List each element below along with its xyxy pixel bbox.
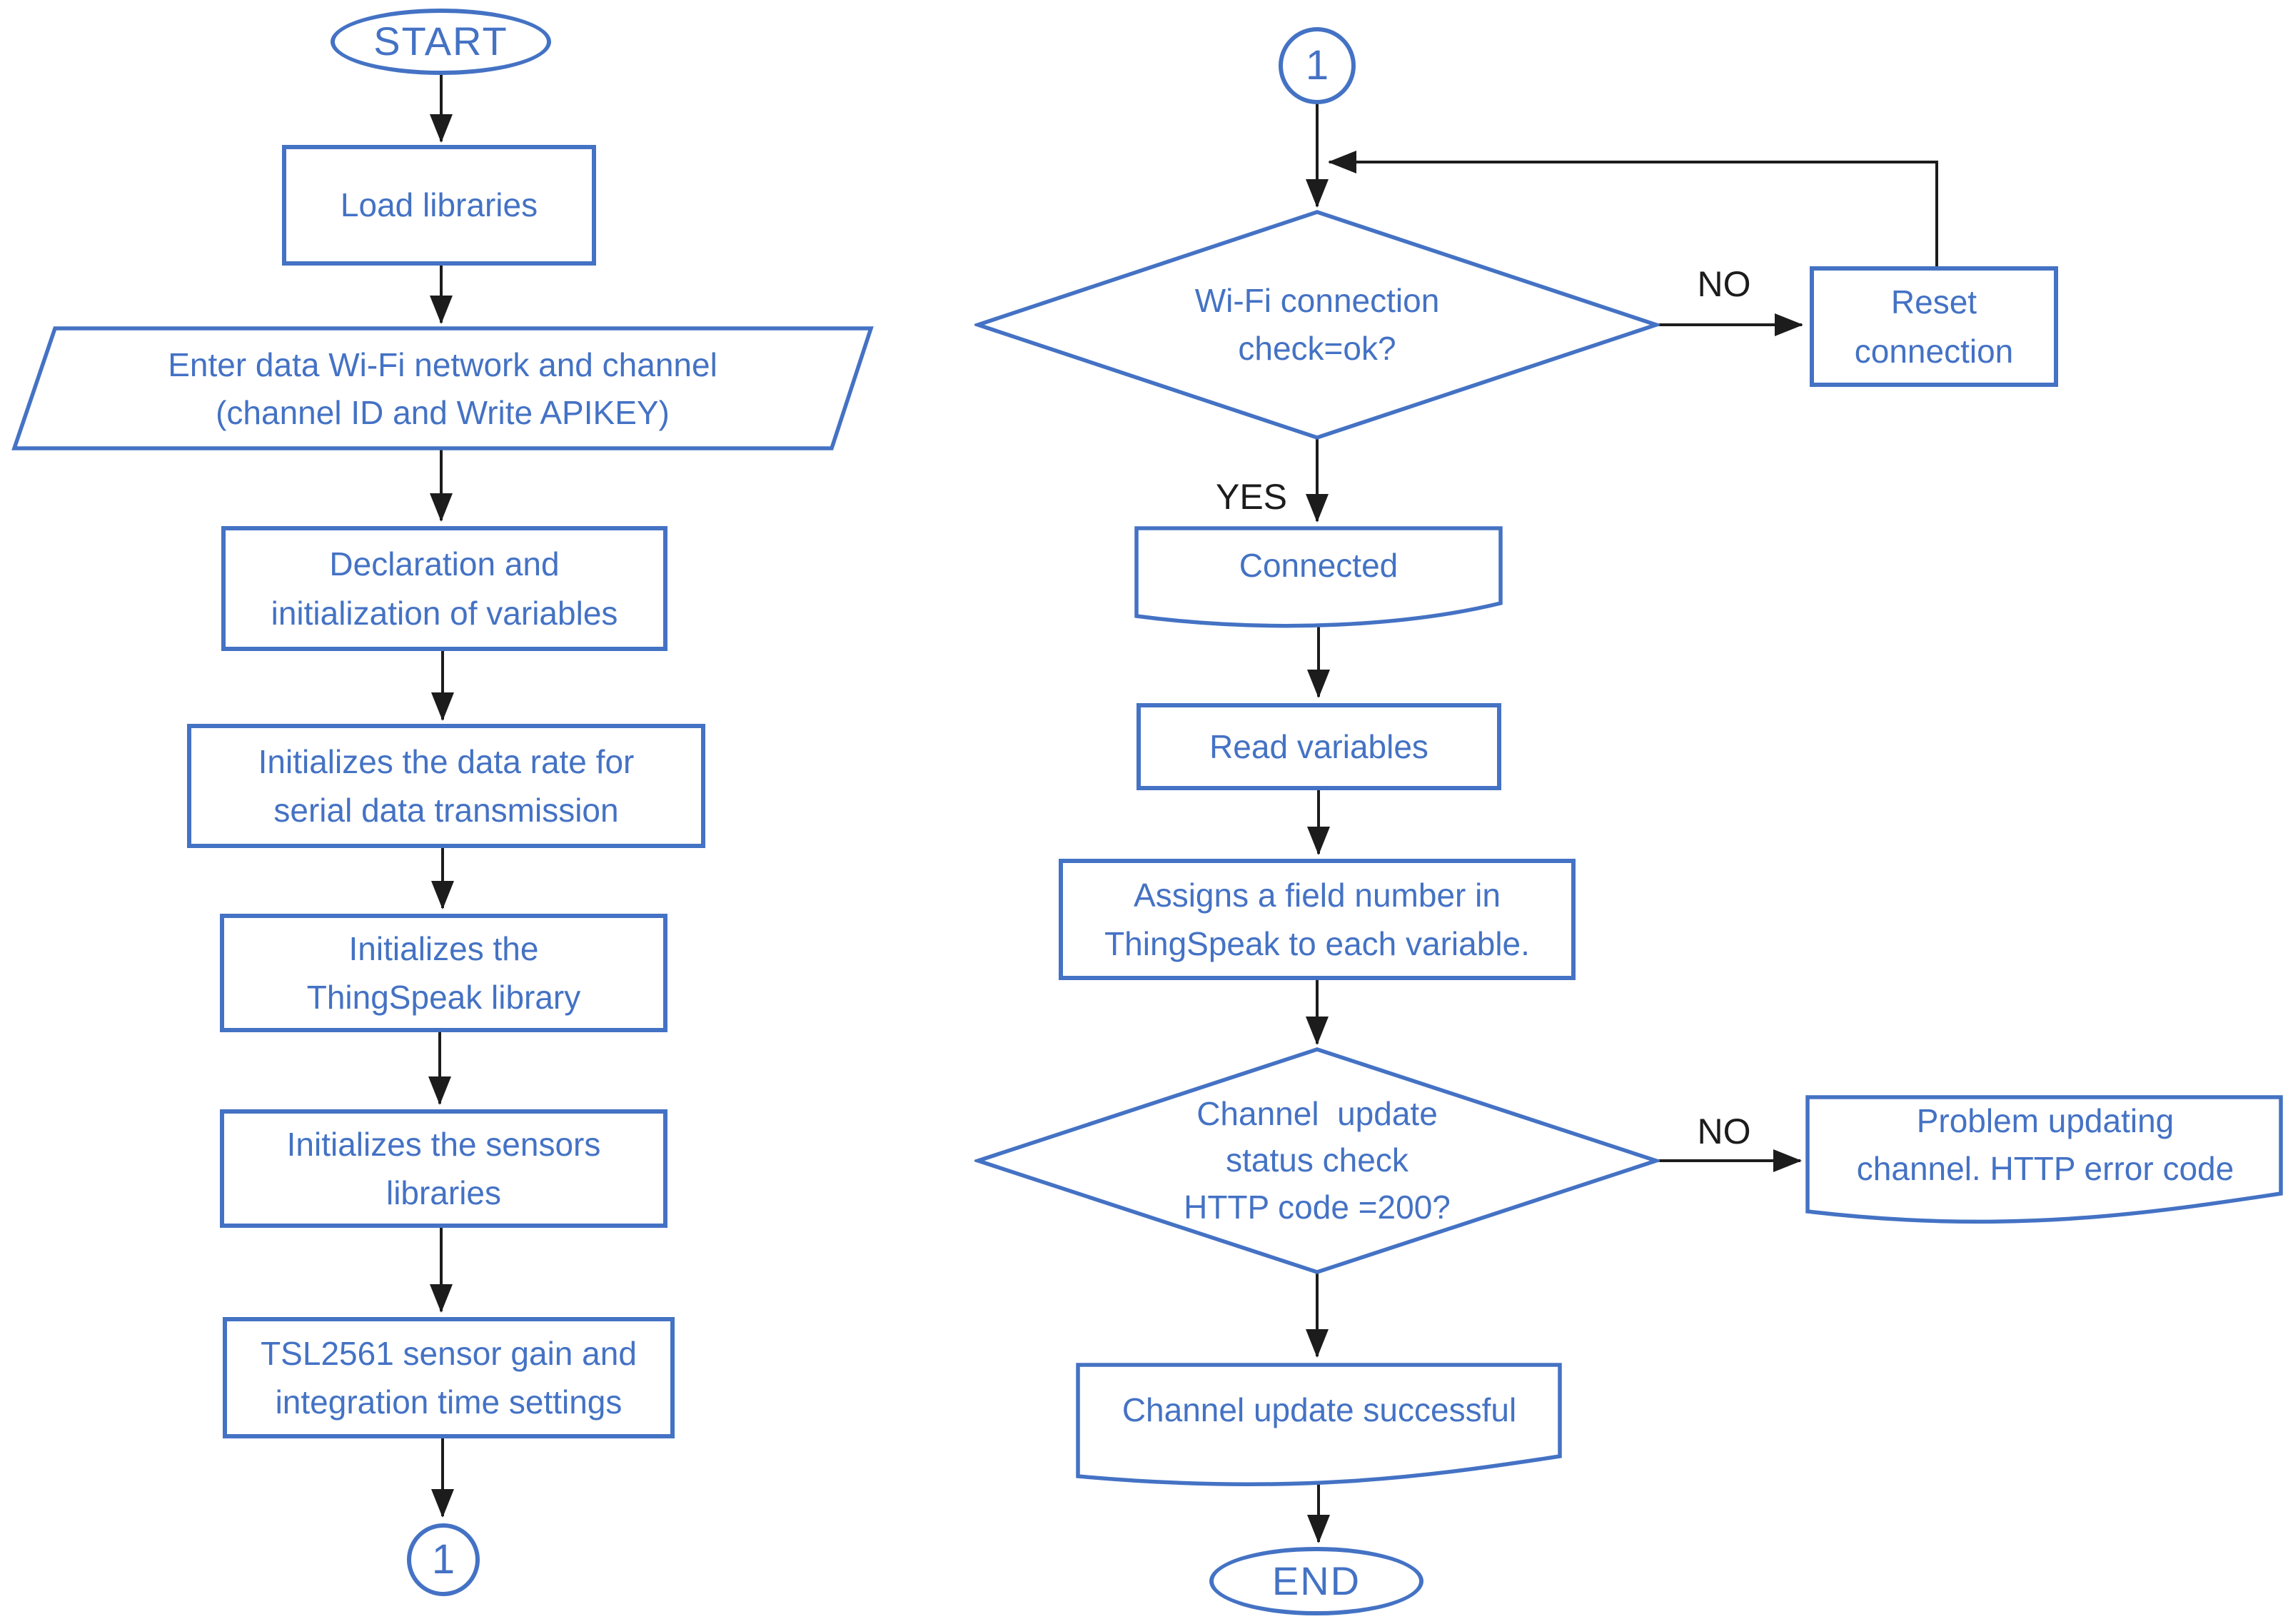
process-load-libraries: Load libraries bbox=[282, 145, 596, 266]
document-connected-label: Connected bbox=[1239, 547, 1398, 585]
document-connected-shape bbox=[1134, 526, 1503, 628]
edge-label-yes-wifi: YES bbox=[1215, 476, 1288, 517]
process-thingspeak-library: Initializes the ThingSpeak library bbox=[220, 914, 667, 1032]
document-update-successful-shape bbox=[1076, 1363, 1562, 1487]
process-data-rate: Initializes the data rate for serial dat… bbox=[187, 724, 705, 848]
document-problem-updating-label: Problem updating channel. HTTP error cod… bbox=[1856, 1101, 2234, 1187]
process-tsl2561-settings: TSL2561 sensor gain and integration time… bbox=[223, 1317, 675, 1438]
arrow-reset-feedback bbox=[1328, 151, 1938, 266]
decision-wifi-check-label: Wi-Fi connection check=ok? bbox=[1194, 281, 1440, 367]
io-enter-data-label: Enter data Wi-Fi network and channel (ch… bbox=[168, 346, 717, 431]
document-update-successful-label: Channel update successful bbox=[1122, 1391, 1517, 1428]
edge-label-no-channel: NO bbox=[1697, 1111, 1751, 1151]
decision-channel-check-shape bbox=[974, 1047, 1660, 1274]
process-reset-connection: Reset connection bbox=[1810, 266, 2058, 387]
edge-label-no-wifi: NO bbox=[1697, 263, 1751, 304]
end-terminator: END bbox=[1209, 1547, 1423, 1615]
process-assign-fields: Assigns a field number in ThingSpeak to … bbox=[1059, 859, 1576, 980]
off-page-connector-1-left: 1 bbox=[407, 1523, 480, 1596]
io-enter-data-shape bbox=[11, 326, 874, 450]
process-declaration: Declaration and initialization of variab… bbox=[221, 526, 667, 651]
decision-channel-check-label: Channel update status check HTTP code =2… bbox=[1184, 1095, 1451, 1226]
process-read-variables: Read variables bbox=[1137, 703, 1501, 790]
document-problem-updating-shape bbox=[1805, 1095, 2283, 1224]
off-page-connector-1-right: 1 bbox=[1279, 27, 1356, 104]
start-terminator: START bbox=[331, 9, 551, 75]
decision-wifi-check-shape bbox=[974, 210, 1660, 440]
process-sensors-libraries: Initializes the sensors libraries bbox=[220, 1109, 667, 1228]
